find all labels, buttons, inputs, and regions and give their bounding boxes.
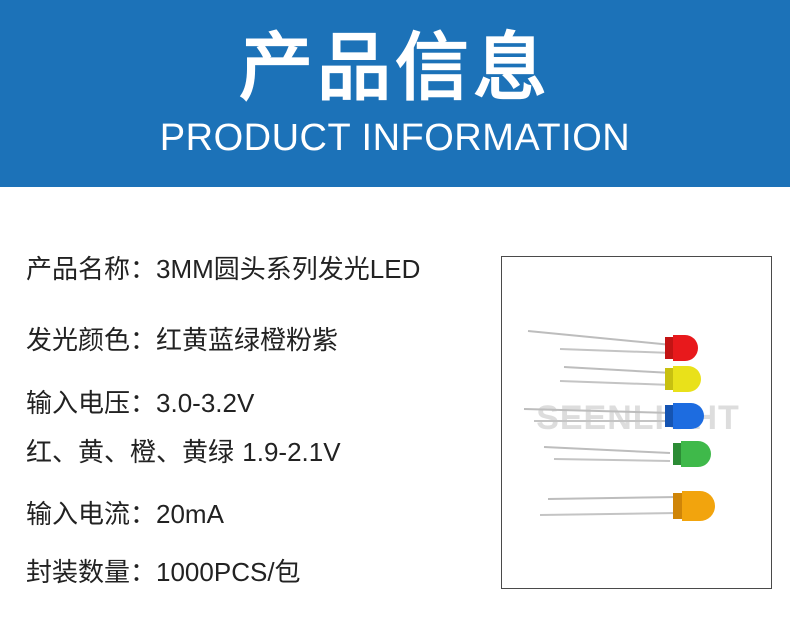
led-photo: SEENLIGHT: [523, 330, 740, 521]
led-flange: [665, 337, 675, 359]
spec-label: 封装数量：: [26, 558, 157, 588]
spec-label: 输入电压：: [26, 389, 157, 419]
spec-label: 产品名称：: [26, 255, 157, 285]
led-dome: [682, 491, 715, 521]
red-led: [527, 330, 698, 361]
yellow-led: [559, 366, 701, 392]
led-dome: [673, 403, 704, 429]
spec-input-voltage: 输入电压：3.0-3.2V: [26, 386, 254, 421]
orange-led: [539, 491, 715, 521]
green-led: [543, 441, 711, 467]
spec-value: 1000PCS/包: [156, 557, 301, 587]
led-flange: [665, 405, 675, 427]
spec-label: 红、黄、橙、黄绿: [26, 438, 243, 468]
spec-value: 3MM圆头系列发光LED: [156, 254, 421, 284]
spec-package-qty: 封装数量：1000PCS/包: [26, 555, 301, 590]
led-flange: [673, 493, 684, 519]
spec-value: 红黄蓝绿橙粉紫: [156, 325, 339, 355]
spec-label: 发光颜色：: [26, 326, 157, 356]
spec-value: 20mA: [156, 499, 224, 529]
spec-voltage-colors: 红、黄、橙、黄绿 1.9-2.1V: [26, 435, 341, 470]
spec-product-name: 产品名称：3MM圆头系列发光LED: [26, 252, 420, 287]
spec-emit-color: 发光颜色：红黄蓝绿橙粉紫: [26, 323, 338, 358]
banner-subtitle: PRODUCT INFORMATION: [159, 117, 631, 159]
led-dome: [673, 335, 698, 361]
spec-value: 3.0-3.2V: [156, 388, 255, 418]
led-flange: [673, 443, 683, 465]
led-flange: [665, 368, 675, 390]
spec-input-current: 输入电流：20mA: [26, 497, 224, 532]
led-dome: [681, 441, 711, 467]
spec-value: 1.9-2.1V: [242, 437, 341, 467]
banner-title: 产品信息: [239, 25, 551, 111]
watermark-logo: SEENLIGHT: [536, 399, 740, 437]
product-image: SEENLIGHT: [501, 256, 772, 589]
spec-label: 输入电流：: [26, 500, 157, 530]
blue-led: [523, 403, 704, 429]
header-banner: 产品信息 PRODUCT INFORMATION: [0, 0, 790, 187]
led-dome: [673, 366, 701, 392]
